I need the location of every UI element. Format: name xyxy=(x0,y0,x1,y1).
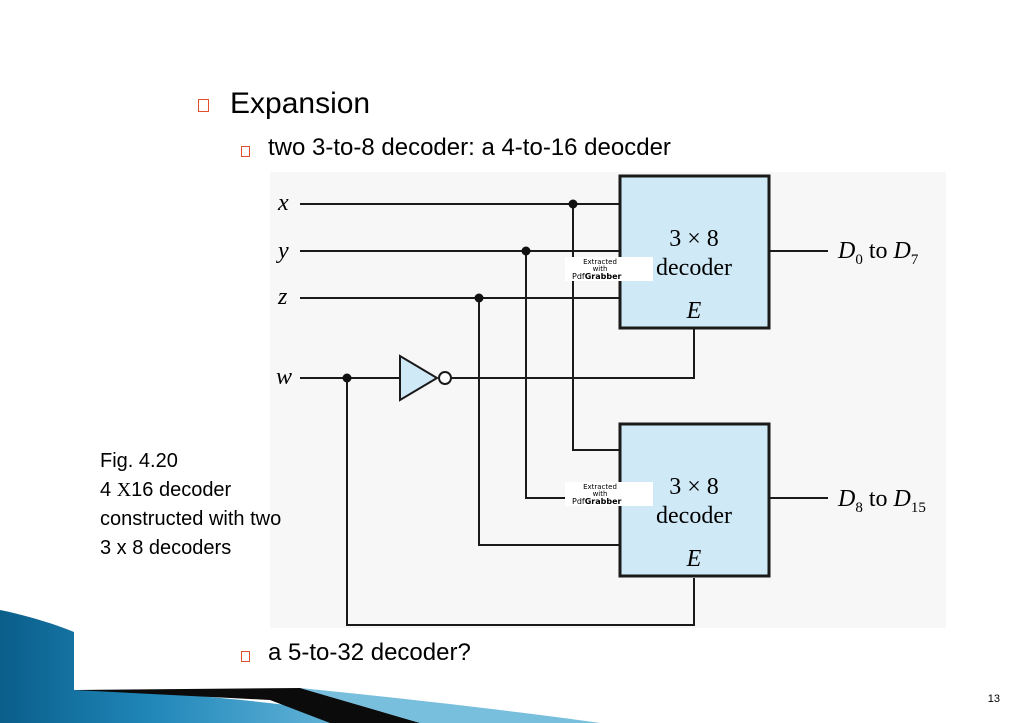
junction-dot-z xyxy=(474,293,484,303)
level2-bullet-icon xyxy=(241,651,250,662)
input-label-w: w xyxy=(276,364,292,390)
svg-text:PdfGrabber: PdfGrabber xyxy=(572,272,622,281)
watermark-bottom: Extracted with PdfGrabber xyxy=(565,482,653,506)
input-label-z: z xyxy=(277,284,288,310)
slide-heading: Expansion xyxy=(230,87,371,120)
svg-text:with: with xyxy=(593,490,608,498)
svg-text:Extracted: Extracted xyxy=(583,258,617,266)
bullet-text-question: a 5-to-32 decoder? xyxy=(268,639,471,666)
bullet-text-decoder-expansion: two 3-to-8 decoder: a 4-to-16 deocder xyxy=(268,134,671,161)
caption-line-2: 4 X16 decoder xyxy=(100,479,232,501)
level1-bullet-icon xyxy=(198,99,209,112)
wire-z-to-bottom-decoder xyxy=(478,298,620,546)
decoder-bottom-type: decoder xyxy=(656,503,732,529)
svg-text:PdfGrabber: PdfGrabber xyxy=(572,497,622,506)
wire-w-to-bottom-enable xyxy=(346,378,695,626)
decoder-bottom-enable: E xyxy=(686,546,702,572)
decoder-bottom-label: 3 × 8 xyxy=(669,474,719,500)
input-label-y: y xyxy=(276,238,289,264)
watermark-top: Extracted with PdfGrabber xyxy=(565,257,653,281)
decoder-circuit-diagram: x y z w 3 × 8 decoder E D0 to D7 3 × 8 d… xyxy=(270,172,946,628)
junction-dot-w xyxy=(342,373,352,383)
figure-caption: Fig. 4.20 4 X16 decoder constructed with… xyxy=(100,447,281,563)
inverter-gate-icon xyxy=(399,354,439,402)
wire-inverted-w-to-top-enable xyxy=(451,328,695,379)
input-label-x: x xyxy=(277,190,289,216)
wire-x-to-bottom-decoder xyxy=(572,204,620,451)
caption-line-4: 3 x 8 decoders xyxy=(100,537,232,559)
junction-dot-x xyxy=(568,199,578,209)
inverter-bubble-icon xyxy=(438,371,452,385)
level2-bullet-icon xyxy=(241,146,250,157)
svg-text:Extracted: Extracted xyxy=(583,483,617,491)
caption-line-3: constructed with two xyxy=(100,508,282,530)
decoder-top-type: decoder xyxy=(656,255,732,281)
diagram-background xyxy=(270,172,946,628)
caption-line-1: Fig. 4.20 xyxy=(100,450,178,472)
decoder-top-box xyxy=(618,174,771,330)
svg-text:with: with xyxy=(593,265,608,273)
decoder-top-output-label: D0 to D7 xyxy=(837,238,919,268)
page-number: 13 xyxy=(987,693,1000,705)
junction-dot-y xyxy=(521,246,531,256)
decoder-top-enable: E xyxy=(686,298,702,324)
decoder-top-label: 3 × 8 xyxy=(669,226,719,252)
decoder-bottom-output-label: D8 to D15 xyxy=(837,486,926,516)
